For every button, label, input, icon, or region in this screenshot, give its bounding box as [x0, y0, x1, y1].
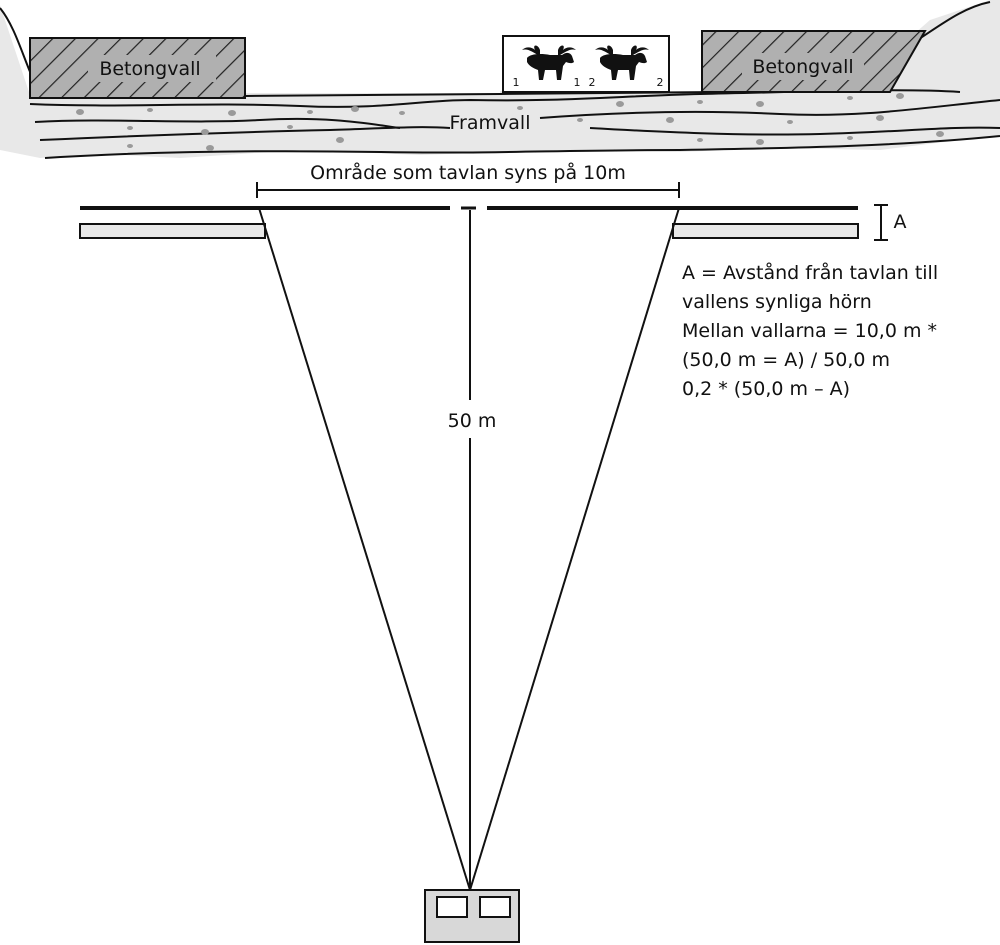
- target-number-2-left: 2: [589, 76, 596, 89]
- target-board: [502, 35, 670, 93]
- booth-window-right: [479, 896, 511, 918]
- distance-label: 50 m: [448, 410, 497, 432]
- concrete-wall-left-label-bg: [88, 55, 216, 82]
- a-dimension-label: A: [894, 211, 907, 233]
- visible-area-label: Område som tavlan syns på 10m: [310, 161, 626, 184]
- embankment-stones: [76, 93, 944, 151]
- concrete-wall-left-label: Betongvall: [99, 58, 200, 80]
- side-wall-right: [672, 223, 859, 239]
- embankment-stratum-2: [34, 117, 401, 129]
- embankment-label: Framvall: [450, 112, 531, 134]
- target-number-2-right: 2: [657, 76, 664, 89]
- embankment-bottom-outline: [44, 135, 1000, 159]
- sight-line-right: [469, 207, 680, 891]
- embankment-stratum-5: [589, 126, 1000, 136]
- side-wall-left: [79, 223, 266, 239]
- moose-target-1-icon: [522, 45, 576, 80]
- concrete-wall-right-label-bg: [742, 53, 864, 80]
- concrete-wall-right-label: Betongvall: [752, 56, 853, 78]
- target-number-1-left: 1: [513, 76, 520, 89]
- embankment-stratum-4: [39, 126, 451, 141]
- note-line-4: (50,0 m = A) / 50,0 m: [682, 349, 890, 371]
- sight-line-left: [258, 207, 471, 891]
- booth-window-left: [436, 896, 468, 918]
- note-line-1: A = Avstånd från tavlan till: [682, 261, 938, 284]
- note-line-5: 0,2 * (50,0 m – A): [682, 378, 850, 400]
- moose-target-2-icon: [595, 45, 649, 80]
- target-number-1-right: 1: [574, 76, 581, 89]
- embankment-shape: [0, 0, 1000, 158]
- note-line-2: vallens synliga hörn: [682, 291, 872, 313]
- note-line-3: Mellan vallarna = 10,0 m *: [682, 320, 937, 342]
- embankment-stratum-3: [539, 99, 1000, 119]
- explanation-notes: A = Avstånd från tavlan till vallens syn…: [682, 261, 938, 400]
